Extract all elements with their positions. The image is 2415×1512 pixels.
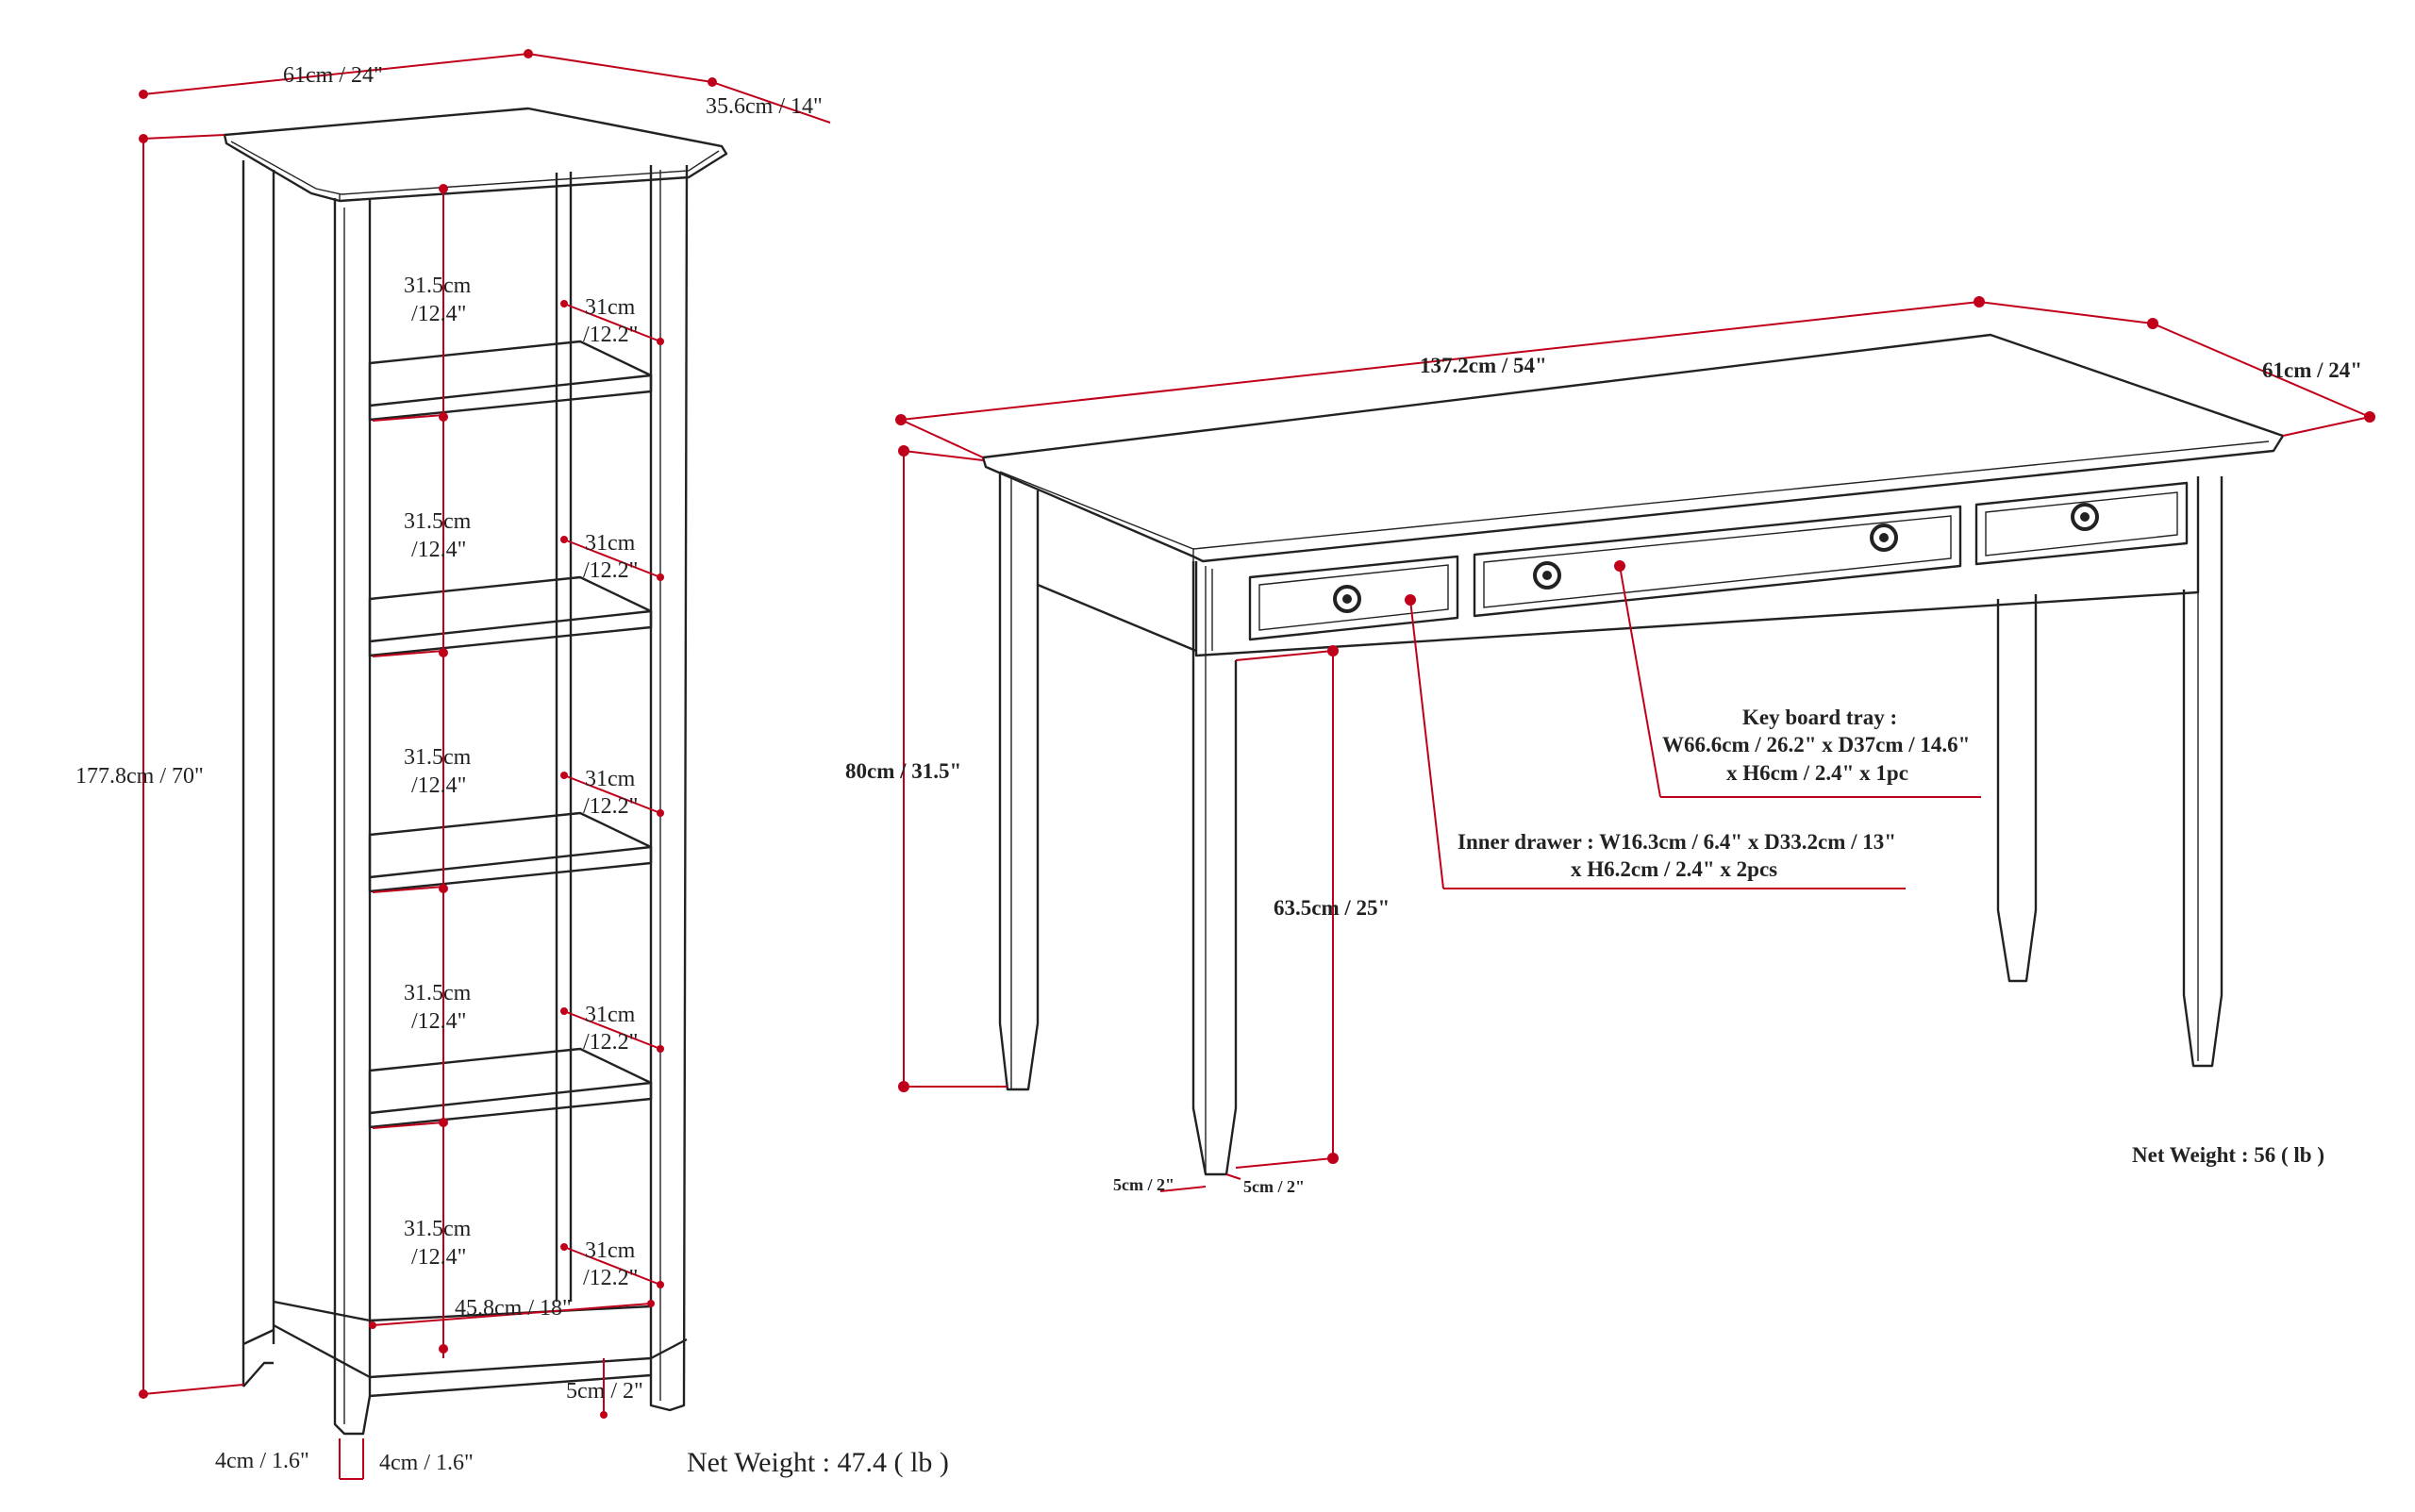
bookcase-width-label: 61cm / 24" [283,63,383,88]
tray-callout-line-2: W66.6cm / 26.2" x D37cm / 14.6" [1662,733,1970,756]
desk-leg-clearance-label: 63.5cm / 25" [1274,896,1390,920]
bookcase-post-right-label: 4cm / 1.6" [379,1451,474,1475]
shelf-gap-1-in: /12.4" [411,302,466,326]
desk-leg-left-label: 5cm / 2" [1113,1175,1174,1194]
bookcase-depth-label: 35.6cm / 14" [706,94,823,119]
shelf-gap-5-cm: 31.5cm [404,1217,472,1241]
shelf-depth-2-in: /12.2" [583,558,638,583]
desk-knobs [1333,503,2099,613]
desk-labels: 137.2cm / 54" 61cm / 24" 80cm / 31.5" 63… [845,354,2362,1196]
shelf-gap-1-cm: 31.5cm [404,274,472,298]
shelf-depth-5-cm: 31cm [585,1238,636,1263]
desk-drawers [1248,481,2189,641]
desk-leg-right-label: 5cm / 2" [1243,1177,1305,1196]
shelf-depth-1-in: /12.2" [583,323,638,347]
desk-width-label: 137.2cm / 54" [1420,354,1547,377]
desk-drawing [981,333,2285,1176]
shelf-depth-1-cm: 31cm [585,295,636,320]
shelf-depth-2-cm: 31cm [585,531,636,556]
desk-height-label: 80cm / 31.5" [845,759,961,783]
bookcase-shelves [368,340,653,1129]
tray-callout-line-3: x H6cm / 2.4" x 1pc [1726,761,1908,785]
shelf-depth-3-cm: 31cm [585,767,636,791]
shelf-gap-3-cm: 31.5cm [404,745,472,770]
tray-callout-line-1: Key board tray : [1742,706,1897,729]
drawer-callout-line-2: x H6.2cm / 2.4" x 2pcs [1571,857,1777,881]
desk-dimension-lines [895,296,2375,1192]
bookcase-drawing [223,107,728,1436]
shelf-depth-3-in: /12.2" [583,794,638,819]
desk-depth-label: 61cm / 24" [2262,358,2362,382]
bookcase-inner-width-label: 45.8cm / 18" [455,1296,572,1321]
bookcase-net-weight: Net Weight : 47.4 ( lb ) [687,1447,949,1478]
desk-net-weight: Net Weight : 56 ( lb ) [2132,1143,2324,1167]
shelf-gap-4-in: /12.4" [411,1009,466,1034]
bookcase-height-label: 177.8cm / 70" [75,764,204,789]
bookcase-clearance-label: 5cm / 2" [566,1379,643,1404]
bookcase-labels: 61cm / 24" 35.6cm / 14" 177.8cm / 70" 31… [75,63,949,1478]
drawer-callout-line-1: Inner drawer : W16.3cm / 6.4" x D33.2cm … [1457,830,1896,854]
shelf-gap-2-in: /12.4" [411,538,466,562]
shelf-depth-5-in: /12.2" [583,1266,638,1290]
shelf-gap-4-cm: 31.5cm [404,981,472,1005]
shelf-gap-5-in: /12.4" [411,1245,466,1270]
shelf-depth-4-cm: 31cm [585,1003,636,1027]
shelf-gap-3-in: /12.4" [411,773,466,798]
bookcase-post-left-label: 4cm / 1.6" [215,1449,309,1473]
shelf-depth-4-in: /12.2" [583,1030,638,1055]
shelf-gap-2-cm: 31.5cm [404,509,472,534]
bookcase-dimension-lines [139,49,831,1480]
